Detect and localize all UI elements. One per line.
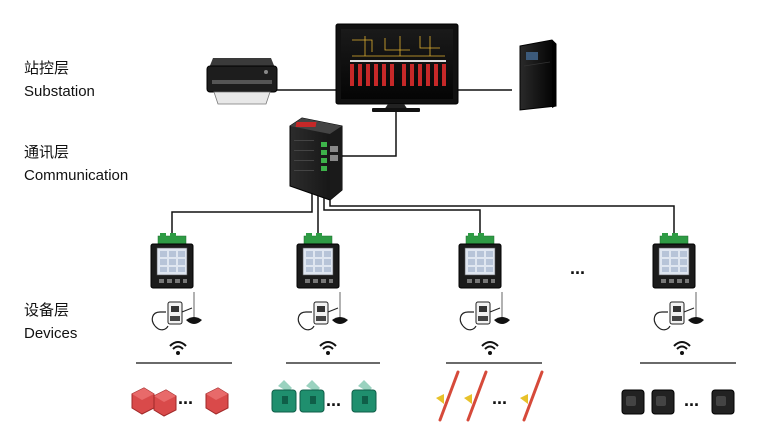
ellipsis-text: ...: [684, 390, 699, 410]
wifi-icon: [673, 341, 691, 356]
layer-label-devices: 设备层 Devices: [24, 300, 77, 344]
green-clip-sensor-icon: [271, 380, 325, 413]
power-meter-icon: [458, 232, 502, 289]
printer-icon: [206, 58, 278, 105]
wireless-module-icon: [297, 291, 349, 331]
device-bus-lines: [171, 194, 675, 236]
power-meter-icon: [150, 232, 194, 289]
layer-title-cn: 站控层: [24, 59, 70, 77]
wireless-module-icon: [151, 291, 203, 331]
red-block-sensor-icon: [131, 387, 177, 417]
ellipsis-text: ...: [326, 390, 341, 410]
black-block-sensor-icon: [621, 389, 675, 415]
power-meter-icon: [296, 232, 340, 289]
power-meter-icon: [652, 232, 696, 289]
red-wire-sensor-icon: [520, 370, 544, 422]
bus-line-3: [323, 198, 481, 236]
wireless-module-icon: [459, 291, 511, 331]
ellipsis-more-columns-text: ...: [570, 258, 585, 278]
device-column-3: ...: [436, 232, 544, 422]
black-block-sensor-icon: [711, 389, 735, 415]
device-column-1: ...: [131, 232, 232, 417]
device-column-2: ...: [271, 232, 380, 413]
wifi-icon: [481, 341, 499, 356]
layer-title-cn: 设备层: [24, 301, 70, 319]
layer-title-en: Devices: [24, 325, 78, 342]
wifi-icon: [319, 341, 337, 356]
wifi-icon: [169, 341, 187, 356]
layer-title-en: Substation: [24, 83, 95, 100]
ellipsis-text: ...: [492, 388, 507, 408]
bus-line-4: [329, 200, 675, 236]
layer-title-cn: 通讯层: [24, 143, 70, 161]
bus-line-1: [171, 194, 313, 236]
green-clip-sensor-icon: [351, 380, 377, 413]
device-column-4: ...: [621, 232, 736, 415]
monitor-icon: [335, 23, 459, 112]
red-block-sensor-icon: [205, 387, 229, 415]
communication-gateway-icon: [289, 117, 343, 201]
layer-label-communication: 通讯层 Communication: [24, 142, 128, 186]
red-wire-sensor-icon: [436, 370, 488, 422]
wireless-module-icon: [653, 291, 705, 331]
ups-cabinet-icon: [519, 39, 557, 111]
ellipsis-text: ...: [178, 388, 193, 408]
layer-title-en: Communication: [24, 167, 129, 184]
monitor-gateway-link-line: [340, 108, 397, 157]
layer-label-station: 站控层 Substation: [24, 58, 95, 102]
